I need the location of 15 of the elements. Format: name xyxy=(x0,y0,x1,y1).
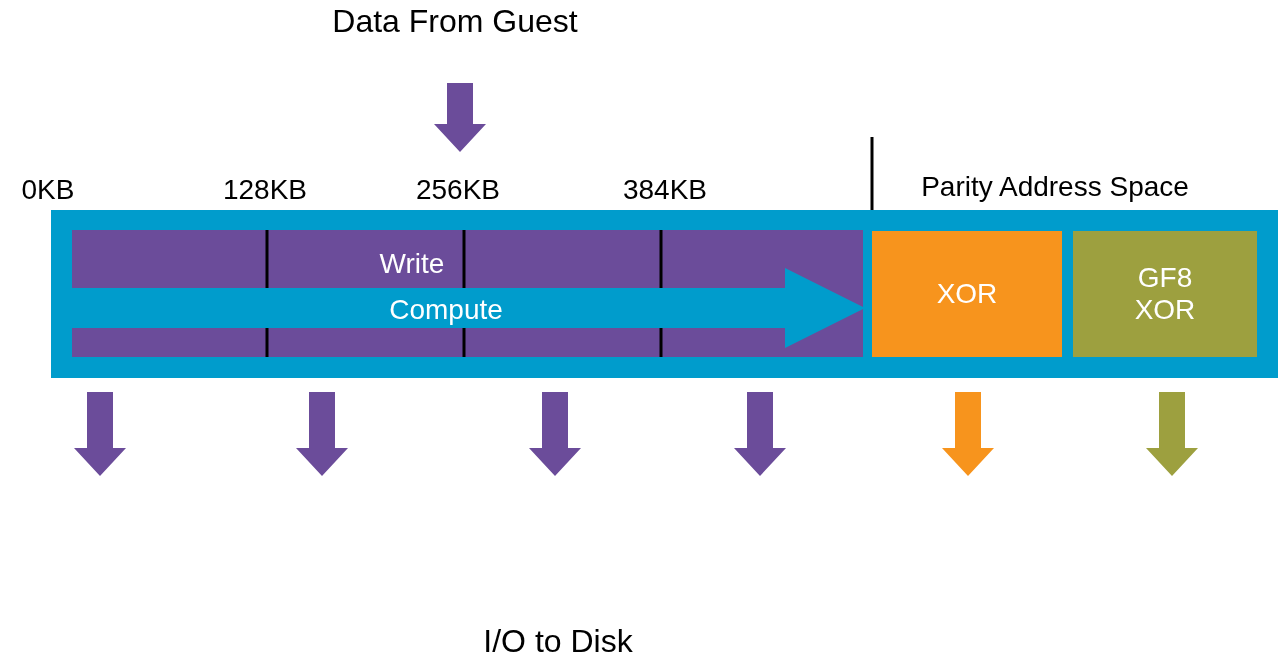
node-label: XOR xyxy=(935,277,999,311)
footer-label: I/O to Disk xyxy=(483,624,633,660)
write-band xyxy=(72,230,863,357)
node-label: Write xyxy=(379,248,445,280)
node-label: Compute xyxy=(389,294,503,326)
offset-label: 128KB xyxy=(222,174,308,206)
buffer-bar xyxy=(51,210,1278,378)
flow-label: Data From Guest xyxy=(332,4,578,40)
offset-label: 256KB xyxy=(415,174,501,206)
offset-label: 384KB xyxy=(622,174,708,206)
node-label: GF8 XOR xyxy=(1133,261,1197,327)
gf8-xor-box xyxy=(1073,231,1257,357)
offset-label: 0KB xyxy=(21,174,75,206)
section-label: Parity Address Space xyxy=(921,171,1189,203)
xor-box xyxy=(872,231,1062,357)
